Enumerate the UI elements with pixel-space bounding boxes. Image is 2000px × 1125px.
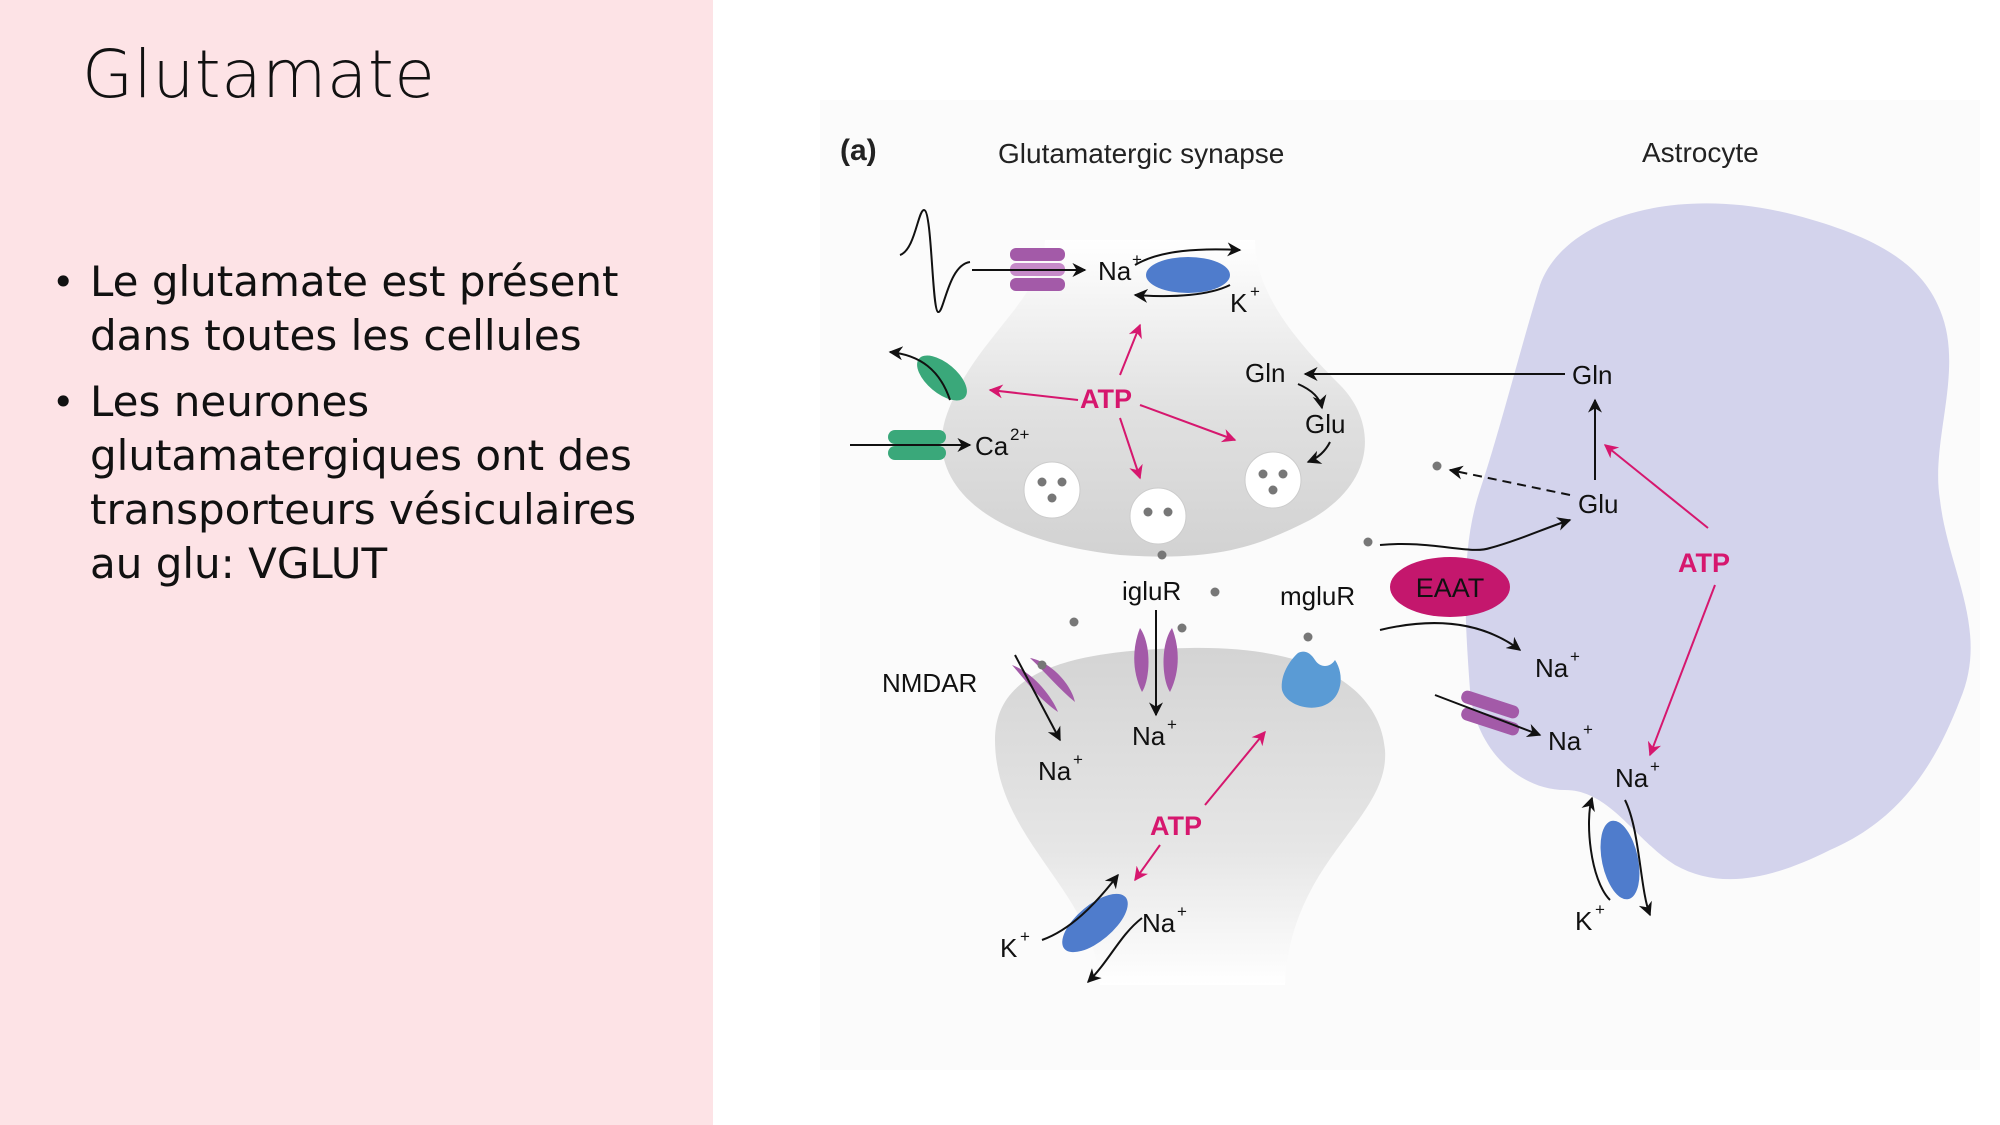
label-mgluR: mgluR	[1280, 581, 1355, 611]
glutamate-molecule	[1037, 660, 1047, 670]
sup-k-astro: +	[1595, 900, 1605, 919]
glutamate-molecule	[1069, 617, 1079, 627]
glutamate-molecule	[1177, 623, 1187, 633]
label-k-top: K	[1230, 288, 1248, 318]
bullet-item: • Le glutamate est présent dans toutes le…	[48, 255, 698, 363]
sup-na-astro-pump: +	[1650, 757, 1660, 776]
astrocyte-sodium-channel-icon	[1461, 690, 1520, 736]
label-igluR: igluR	[1122, 576, 1181, 606]
label-na-eaat: Na	[1535, 653, 1569, 683]
synapse-diagram: (a) Glutamatergic synapse Astrocyte Na +…	[820, 100, 1980, 1070]
synaptic-vesicle-icon	[1023, 461, 1081, 519]
calcium-channel-icon	[888, 430, 946, 460]
na-k-pump-icon	[1146, 257, 1230, 293]
label-nmdar: NMDAR	[882, 668, 977, 698]
bullet-text: Les neurones glutamatergiques ont des tr…	[90, 377, 637, 588]
label-atp-pre: ATP	[1080, 384, 1132, 414]
label-atp-astro: ATP	[1678, 548, 1730, 578]
action-potential-icon	[899, 208, 971, 314]
sup-na-astro-channel: +	[1583, 720, 1593, 739]
label-na-post-pump: Na	[1142, 908, 1176, 938]
sup-na-iglur: +	[1167, 715, 1177, 734]
astrocyte-shape	[1465, 203, 1971, 880]
label-na-astro-pump: Na	[1615, 763, 1649, 793]
astrocyte-na-k-pump-icon	[1600, 820, 1640, 900]
left-text-panel: Glutamate • Le glutamate est présent dans…	[0, 0, 713, 1125]
label-na-iglur: Na	[1132, 721, 1166, 751]
sup-ca: 2+	[1010, 425, 1029, 444]
sup-k-top: +	[1250, 282, 1260, 301]
bullet-dot-icon: •	[52, 380, 75, 424]
sup-k-post: +	[1020, 927, 1030, 946]
iglur-receptor-icon	[1134, 628, 1178, 692]
label-na-nmdar: Na	[1038, 756, 1072, 786]
slide-title: Glutamate	[82, 36, 436, 113]
bullet-list: • Le glutamate est présent dans toutes le…	[48, 255, 698, 603]
label-k-post: K	[1000, 933, 1018, 963]
label-k-astro: K	[1575, 906, 1593, 936]
bullet-text: Le glutamate est présent dans toutes les…	[90, 257, 619, 360]
glutamate-molecule	[1157, 550, 1167, 560]
bullet-dot-icon: •	[52, 260, 75, 304]
label-glu-astro: Glu	[1578, 489, 1618, 519]
mglur-receptor-icon	[1281, 651, 1341, 708]
sup-na-top: +	[1132, 250, 1142, 269]
eaat-transporter	[1390, 557, 1510, 617]
sup-na-nmdar: +	[1073, 750, 1083, 769]
label-gln-pre: Gln	[1245, 358, 1285, 388]
label-na-top: Na	[1098, 256, 1132, 286]
synapse-title: Glutamatergic synapse	[998, 138, 1284, 169]
label-ca: Ca	[975, 431, 1009, 461]
postsynaptic-terminal	[995, 647, 1386, 985]
panel-label: (a)	[840, 134, 877, 167]
glutamate-molecule	[1303, 632, 1313, 642]
astrocyte-title: Astrocyte	[1642, 137, 1759, 168]
synaptic-vesicle-icon	[1244, 451, 1302, 509]
label-atp-post: ATP	[1150, 811, 1202, 841]
label-na-astro-channel: Na	[1548, 726, 1582, 756]
label-gln-astro: Gln	[1572, 360, 1612, 390]
glutamate-molecule	[1363, 537, 1373, 547]
label-glu-pre: Glu	[1305, 409, 1345, 439]
glutamate-molecule	[1432, 461, 1442, 471]
sup-na-post-pump: +	[1177, 902, 1187, 921]
sup-na-eaat: +	[1570, 647, 1580, 666]
glutamate-molecule	[1210, 587, 1220, 597]
postsynaptic-na-k-pump-icon	[1062, 893, 1128, 953]
label-eaat: EAAT	[1416, 573, 1485, 603]
bullet-item: • Les neurones glutamatergiques ont des t…	[48, 375, 698, 591]
synaptic-vesicle-icon	[1129, 487, 1187, 545]
